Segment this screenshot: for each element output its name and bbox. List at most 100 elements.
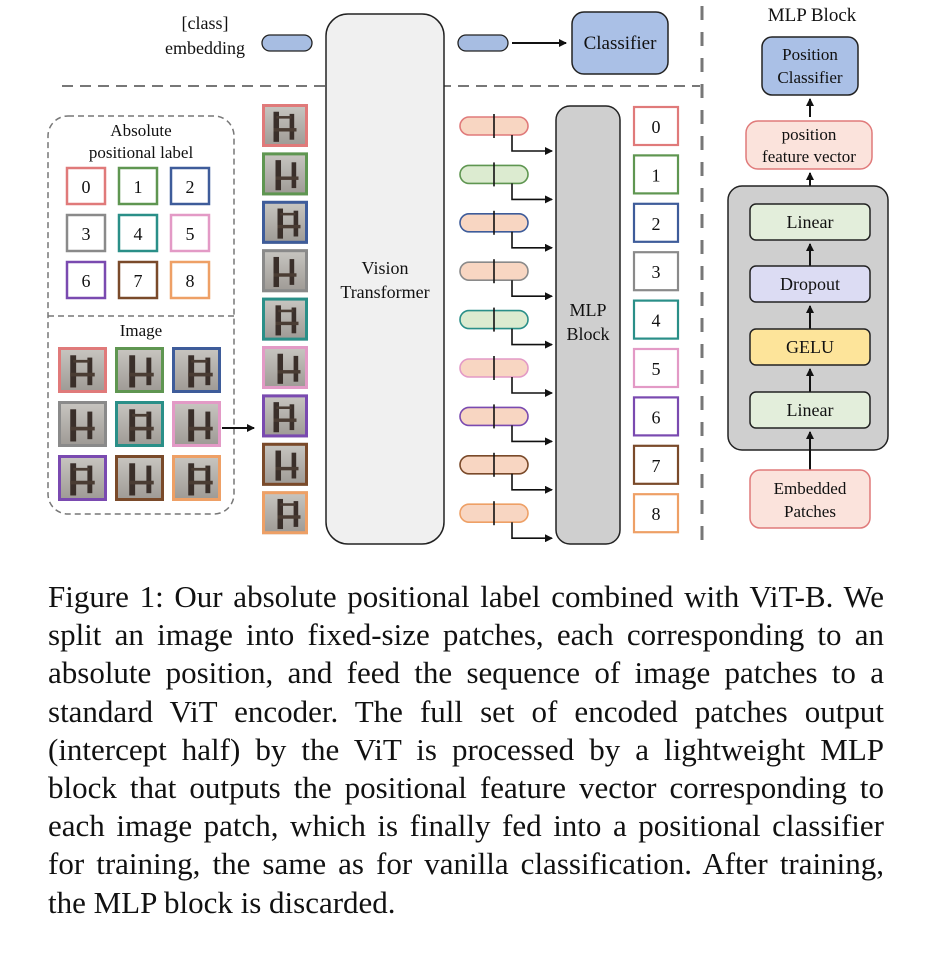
- encoded-token: [459, 404, 529, 429]
- abs-label-title-1: Absolute: [110, 121, 171, 140]
- encoded-token: [459, 210, 529, 235]
- image-patch: [262, 491, 308, 535]
- output-label-text: 3: [652, 262, 661, 282]
- abs-label-text: 0: [82, 177, 91, 197]
- image-patch: [262, 152, 308, 196]
- linear-layer-top: [749, 203, 871, 241]
- abs-label-cell: 1: [117, 166, 159, 206]
- image-patch: [115, 347, 164, 393]
- abs-label-cell: 6: [65, 260, 107, 300]
- patch-sequence: [262, 104, 308, 535]
- image-patch: [172, 347, 221, 393]
- token-arrow: [511, 522, 553, 543]
- abs-label-text: 4: [134, 224, 143, 244]
- image-patch: [58, 347, 107, 393]
- figure-diagram: [class] embedding Classifier Absolute po…: [47, 5, 889, 548]
- image-patch: [172, 455, 221, 501]
- image-patch: [262, 200, 308, 244]
- encoded-token: [459, 307, 529, 332]
- abs-label-grid: 0 1 2 3 4 5 6 7 8: [65, 166, 211, 300]
- input-panel: [47, 115, 235, 515]
- linear-layer-bottom: [749, 391, 871, 429]
- output-label-text: 4: [652, 311, 661, 331]
- image-patch: [115, 401, 164, 447]
- abs-label-text: 1: [134, 177, 143, 197]
- embedded-patches-label-1: Embedded: [774, 479, 847, 498]
- abs-label-text: 3: [82, 224, 91, 244]
- output-label-text: 2: [652, 214, 661, 234]
- output-label-text: 7: [652, 456, 661, 476]
- token-arrow: [511, 425, 553, 446]
- output-label-box: 1: [632, 154, 680, 195]
- abs-label-cell: 0: [65, 166, 107, 206]
- gelu-layer-label: GELU: [786, 337, 834, 357]
- mlp-main-label-2: Block: [567, 324, 610, 344]
- embedded-patches-box: [749, 469, 871, 529]
- output-label-text: 8: [652, 504, 661, 524]
- feature-vector-label-1: position: [782, 125, 837, 144]
- output-label-box: 5: [632, 347, 680, 389]
- image-section-title: Image: [120, 321, 162, 340]
- abs-label-cell: 3: [65, 213, 107, 253]
- vit-label-2: Transformer: [340, 282, 429, 302]
- output-label-box: 4: [632, 299, 680, 340]
- abs-label-text: 5: [186, 224, 195, 244]
- class-token-input: [261, 34, 313, 52]
- class-embedding-label-2: embedding: [165, 38, 245, 58]
- token-arrow: [511, 231, 553, 252]
- encoded-token-sequence: [459, 114, 553, 543]
- abs-label-text: 7: [134, 271, 143, 291]
- mlp-main-label-1: MLP: [569, 300, 606, 320]
- encoded-token: [459, 356, 529, 380]
- output-label-text: 1: [652, 165, 661, 185]
- output-label-text: 0: [652, 117, 661, 137]
- caption-text: Figure 1: Our absolute positional label …: [48, 579, 884, 920]
- image-patch: [115, 455, 164, 501]
- image-patch: [172, 401, 221, 447]
- abs-label-title-2: positional label: [89, 143, 194, 162]
- abs-label-cell: 2: [169, 166, 211, 206]
- linear-layer-bottom-label: Linear: [787, 400, 834, 420]
- image-patch: [262, 249, 308, 293]
- encoded-token: [459, 114, 529, 138]
- position-classifier-label-1: Position: [782, 45, 838, 64]
- image-patch: [262, 346, 308, 389]
- image-patch: [58, 455, 107, 501]
- abs-label-cell: 4: [117, 213, 159, 253]
- abs-label-cell: 5: [169, 213, 211, 253]
- position-classifier-box: [761, 36, 859, 96]
- feature-vector-label-2: feature vector: [762, 147, 856, 166]
- output-label-box: 7: [632, 444, 680, 485]
- output-label-box: 8: [632, 493, 680, 534]
- image-patch: [262, 297, 308, 341]
- abs-label-cell: 8: [169, 260, 211, 300]
- image-patch: [262, 104, 308, 147]
- figure-caption: Figure 1: Our absolute positional label …: [48, 578, 884, 922]
- mlp-detail-title: MLP Block: [768, 5, 857, 26]
- output-label-box: 3: [632, 251, 680, 292]
- class-embedding-label-1: [class]: [182, 13, 229, 33]
- token-arrow: [511, 377, 553, 397]
- encoded-token: [459, 452, 529, 477]
- image-patch-grid: [58, 347, 221, 501]
- vit-label-1: Vision: [362, 258, 409, 278]
- encoded-token: [459, 162, 529, 187]
- mlp-block-main: [555, 105, 621, 545]
- abs-label-cell: 7: [117, 260, 159, 300]
- output-label-box: 0: [632, 105, 680, 147]
- image-patch: [58, 401, 107, 447]
- image-patch: [262, 442, 308, 486]
- position-classifier-label-2: Classifier: [777, 68, 842, 87]
- classifier-box: [571, 11, 669, 75]
- abs-label-text: 8: [186, 271, 195, 291]
- classifier-label: Classifier: [584, 33, 657, 54]
- encoded-token: [459, 259, 529, 284]
- token-arrow: [511, 280, 553, 301]
- mlp-detail-container: [727, 185, 889, 451]
- dropout-layer-label: Dropout: [780, 274, 840, 294]
- embedded-patches-label-2: Patches: [784, 502, 836, 521]
- encoded-token: [459, 501, 529, 526]
- token-arrow: [511, 473, 553, 494]
- feature-vector-box: [745, 120, 873, 170]
